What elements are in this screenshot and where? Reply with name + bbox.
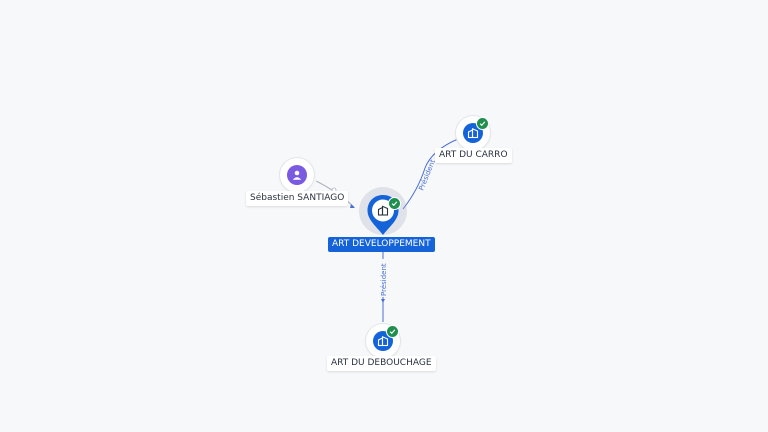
carro-label[interactable]: ART DU CARRO bbox=[435, 148, 512, 163]
carro-verified-icon bbox=[476, 117, 489, 130]
debouchage-verified-icon bbox=[386, 325, 399, 338]
person-icon bbox=[292, 170, 302, 180]
building-icon bbox=[377, 205, 389, 216]
debouchage-label[interactable]: ART DU DEBOUCHAGE bbox=[327, 356, 436, 371]
person-label[interactable]: Sébastien SANTIAGO bbox=[246, 191, 349, 206]
edge-person-arrow bbox=[350, 204, 355, 208]
building-icon bbox=[377, 335, 389, 347]
person-node[interactable] bbox=[280, 158, 314, 192]
edge-label-bg bbox=[378, 259, 388, 297]
main-verified-icon bbox=[388, 197, 401, 210]
building-icon bbox=[467, 127, 479, 139]
edge-label-debouchage: Président bbox=[380, 263, 388, 296]
edge-label-carro: Président bbox=[417, 158, 437, 192]
person-avatar bbox=[287, 165, 307, 185]
edge-debouchage-arrow bbox=[381, 299, 385, 303]
edge-main-to-carro bbox=[402, 138, 459, 210]
main-label[interactable]: ART DEVELOPPEMENT bbox=[328, 237, 435, 252]
